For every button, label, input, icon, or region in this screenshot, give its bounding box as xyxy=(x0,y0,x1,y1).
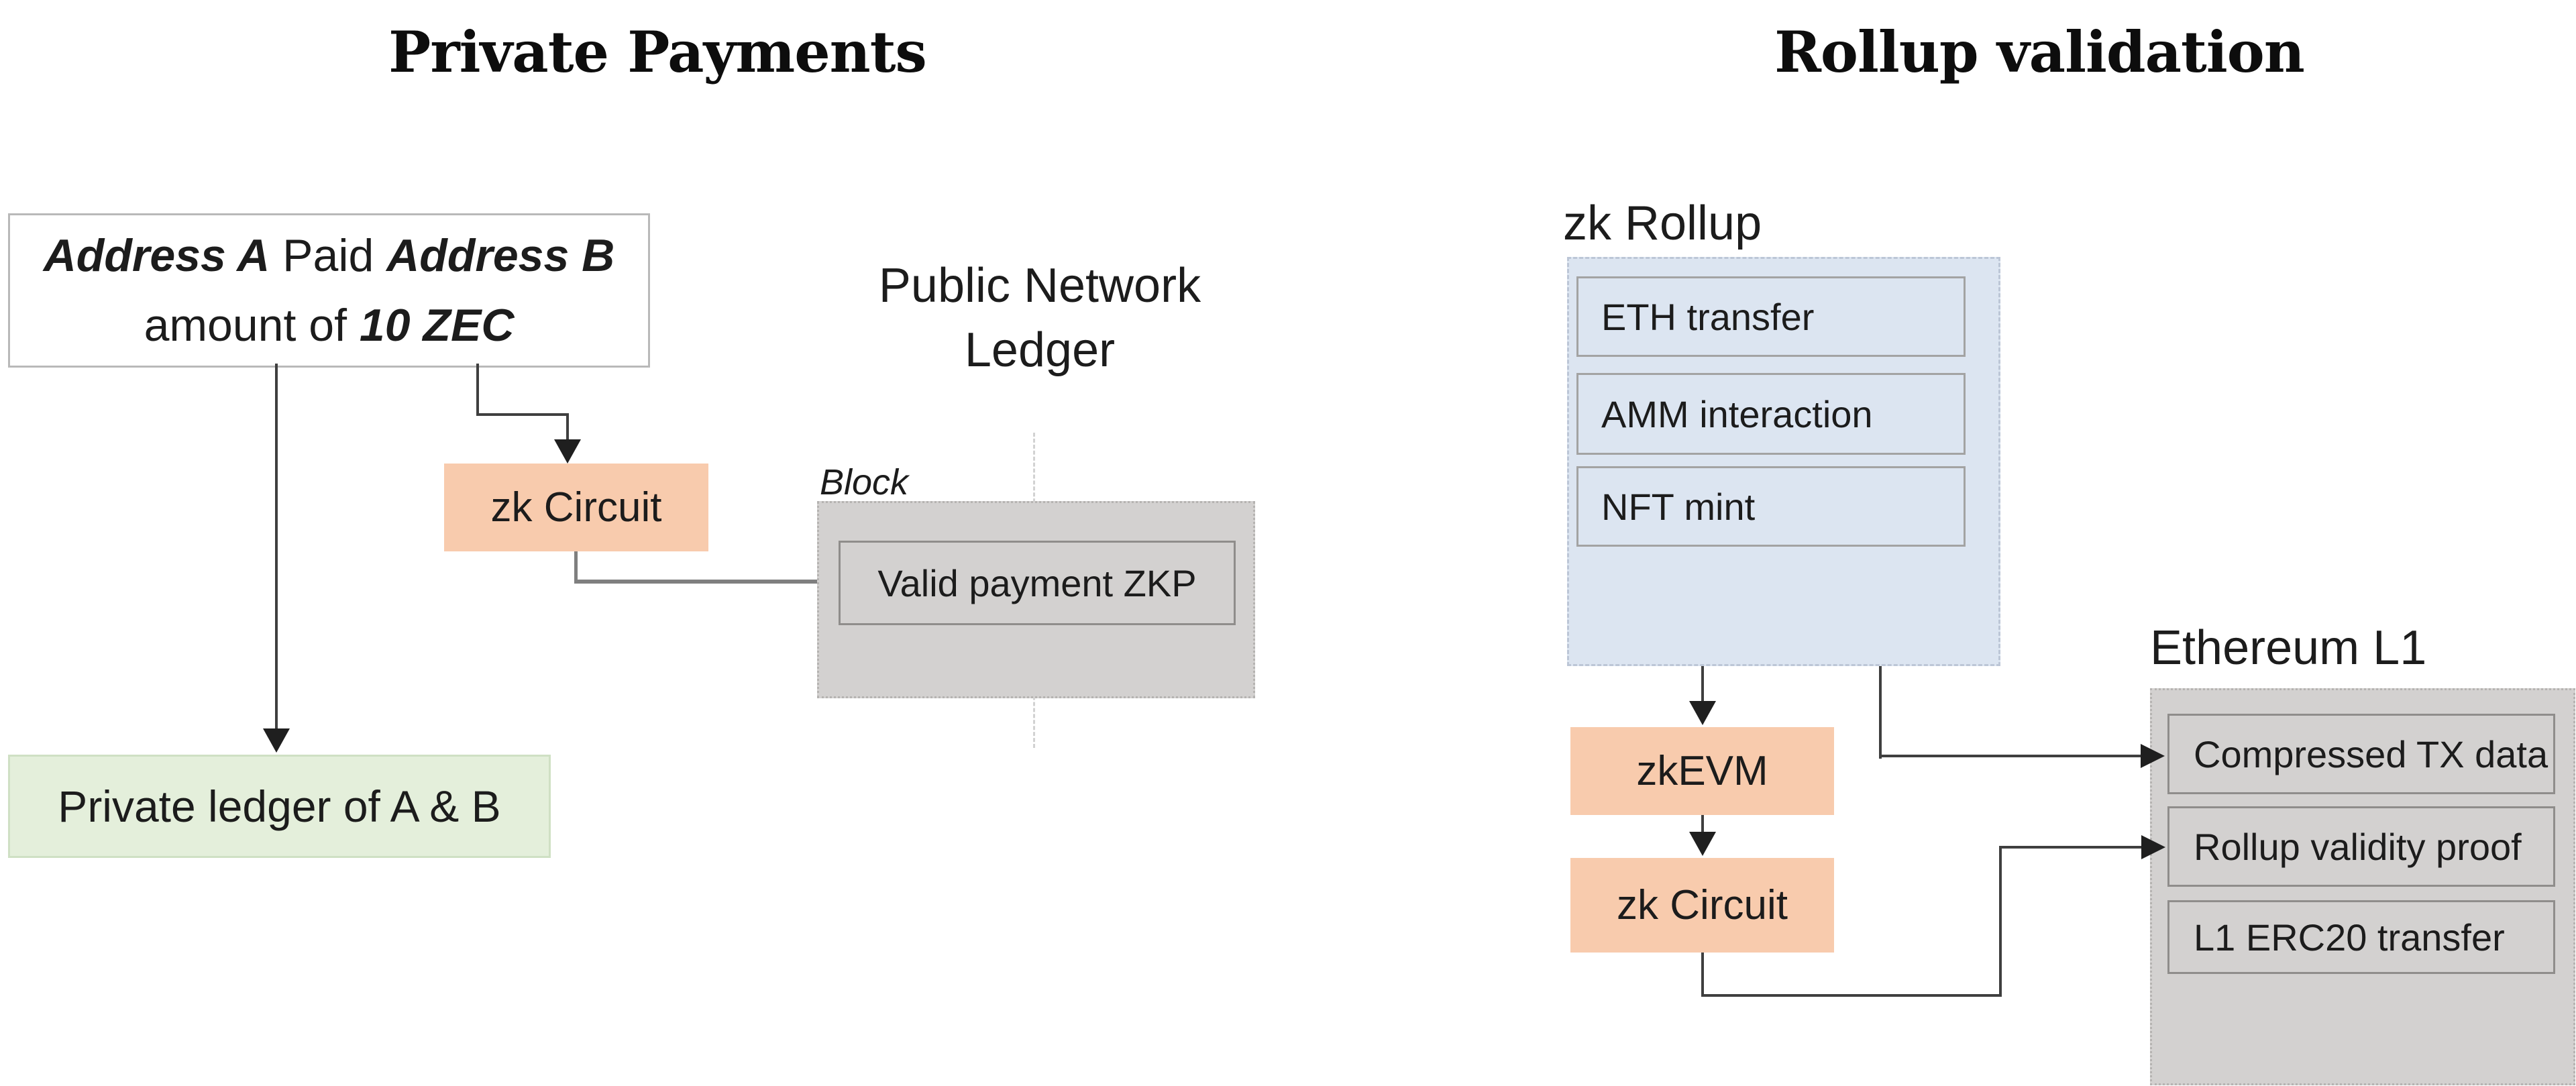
arrow-zkevm-to-zkcircuit-head xyxy=(1689,832,1716,856)
arrow-rollup-to-zkevm-line xyxy=(1701,662,1704,702)
zkevm-box: zkEVM xyxy=(1570,727,1834,815)
arrow-rollup-to-txdata-seg2 xyxy=(1879,755,2142,757)
l1-item-rollup-validity-proof: Rollup validity proof xyxy=(2167,806,2555,887)
arrow-payment-to-zkcircuit-seg2 xyxy=(476,413,569,416)
valid-payment-zkp-box: Valid payment ZKP xyxy=(839,541,1236,625)
arrow-payment-to-ledger-line xyxy=(275,364,278,730)
address-a-text: Address A xyxy=(43,230,270,281)
l1-item-compressed-tx-data: Compressed TX data xyxy=(2167,714,2555,794)
arrow-rollup-to-zkevm-head xyxy=(1689,701,1716,725)
arrow-zkcircuit-to-proof-seg1 xyxy=(1701,953,1704,997)
rollup-item-amm-interaction: AMM interaction xyxy=(1576,373,1966,455)
address-b-text: Address B xyxy=(386,230,615,281)
public-network-ledger-line2: Ledger xyxy=(964,323,1116,377)
block-label: Block xyxy=(820,462,909,502)
amount-prefix-text: amount of xyxy=(144,300,360,351)
connector-zkcircuit-to-block-seg1 xyxy=(574,551,578,583)
public-network-ledger-label: Public Network Ledger xyxy=(842,254,1238,382)
rollup-item-eth-transfer: ETH transfer xyxy=(1576,276,1966,357)
rollup-validation-title: Rollup validation xyxy=(1774,19,2305,85)
arrow-zkevm-to-zkcircuit-line xyxy=(1701,815,1704,834)
amount-text: 10 ZEC xyxy=(359,300,515,351)
private-payments-title: Private Payments xyxy=(388,19,927,85)
arrow-zkcircuit-to-proof-head xyxy=(2141,835,2165,859)
arrow-rollup-to-txdata-seg1 xyxy=(1879,662,1882,759)
zk-circuit-right-box: zk Circuit xyxy=(1570,858,1834,953)
payment-statement-line2: amount of 10 ZEC xyxy=(144,290,515,360)
arrow-zkcircuit-to-proof-seg3 xyxy=(1999,846,2002,997)
arrow-rollup-to-txdata-head xyxy=(2141,744,2165,768)
arrow-payment-to-zkcircuit-head xyxy=(554,439,581,464)
private-ledger-box: Private ledger of A & B xyxy=(8,755,551,858)
arrow-payment-to-ledger-head xyxy=(263,728,290,753)
zk-circuit-left-box: zk Circuit xyxy=(444,464,708,551)
arrow-zkcircuit-to-proof-seg4 xyxy=(1999,846,2143,849)
l1-item-l1-erc20-transfer: L1 ERC20 transfer xyxy=(2167,900,2555,974)
payment-statement-line1: Address A Paid Address B xyxy=(44,221,615,290)
arrow-zkcircuit-to-proof-seg2 xyxy=(1701,994,2002,997)
public-network-ledger-line1: Public Network xyxy=(878,259,1201,313)
rollup-item-nft-mint: NFT mint xyxy=(1576,466,1966,547)
zk-rollup-label: zk Rollup xyxy=(1563,197,1762,250)
connector-zkcircuit-to-block-seg2 xyxy=(574,580,840,584)
ethereum-l1-label: Ethereum L1 xyxy=(2150,621,2427,675)
paid-text: Paid xyxy=(270,230,387,281)
arrow-payment-to-zkcircuit-seg1 xyxy=(476,364,479,416)
arrow-payment-to-zkcircuit-seg3 xyxy=(566,413,569,441)
payment-statement-box: Address A Paid Address B amount of 10 ZE… xyxy=(8,213,650,368)
